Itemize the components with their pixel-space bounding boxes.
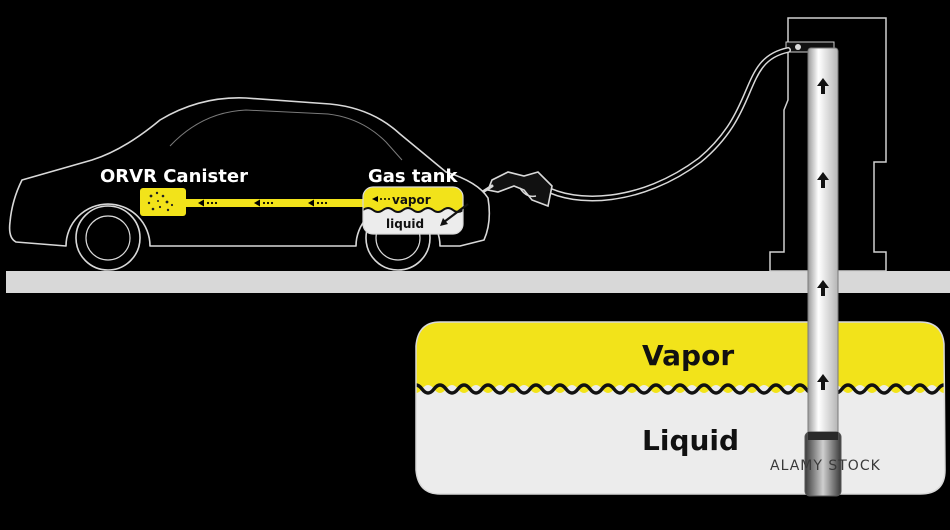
tank-vapor-label: vapor bbox=[392, 193, 431, 207]
ground-slab bbox=[6, 271, 950, 293]
canister-particles bbox=[147, 191, 174, 212]
storage-vapor-label: Vapor bbox=[642, 339, 734, 372]
vapor-return-pipe bbox=[804, 47, 842, 497]
car-gas-tank bbox=[362, 186, 469, 235]
arrow-up-icon bbox=[817, 374, 829, 390]
arrow-up-icon bbox=[817, 78, 829, 390]
arrow-up-icon bbox=[817, 280, 829, 296]
vapor-line bbox=[184, 199, 366, 207]
dotted-arrow-left-icon bbox=[372, 196, 390, 202]
car-rear-wheel bbox=[75, 205, 141, 271]
arrow-up-icon bbox=[817, 172, 829, 188]
tank-liquid-label: liquid bbox=[386, 217, 424, 231]
gas-tank-label: Gas tank bbox=[368, 166, 458, 187]
arrow-up-icon bbox=[817, 78, 829, 94]
orvr-canister-label: ORVR Canister bbox=[100, 166, 248, 187]
storage-liquid-label: Liquid bbox=[642, 424, 739, 457]
orvr-canister bbox=[140, 188, 186, 216]
dotted-arrow-left-icon bbox=[198, 199, 328, 207]
watermark: ALAMY STOCK bbox=[770, 458, 881, 474]
fuel-hose bbox=[542, 47, 791, 202]
